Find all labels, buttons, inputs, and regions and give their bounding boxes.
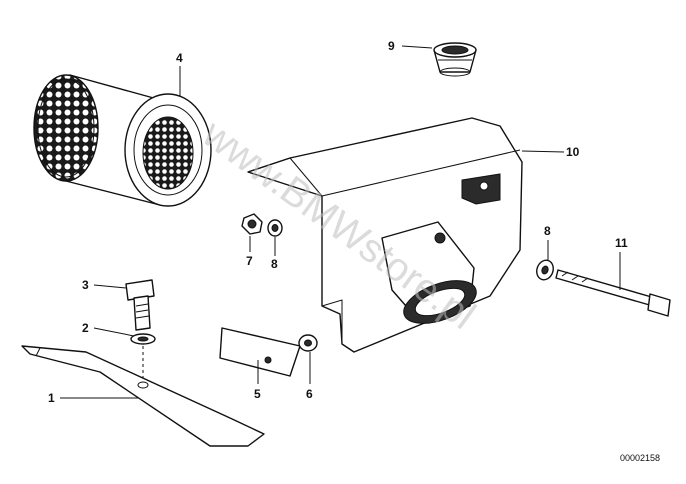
air-filter-element [33,74,212,207]
hex-bolt-short [125,279,155,331]
bracket-plate [219,327,301,377]
rubber-grommet [433,42,477,77]
callout-8-right: 8 [544,224,551,238]
callout-5: 5 [254,387,261,401]
washer-mid [298,334,318,352]
washer-small [130,333,156,345]
callout-7: 7 [246,254,253,268]
leader-lines [60,45,621,399]
washer-right [536,259,554,281]
washer-left [267,219,283,237]
callout-3: 3 [82,278,89,292]
callout-8-left: 8 [271,257,278,271]
callout-2: 2 [82,321,89,335]
intake-housing-cover [247,117,523,353]
callout-10: 10 [566,145,580,159]
mounting-strap [21,345,265,447]
reference-number: 00002158 [620,453,660,463]
callout-9: 9 [388,39,395,53]
callout-4: 4 [176,51,183,65]
callout-11: 11 [615,236,628,250]
callout-6: 6 [306,387,313,401]
callout-1: 1 [48,391,55,405]
hex-bolt-long [555,269,671,317]
hex-nut [241,213,263,235]
